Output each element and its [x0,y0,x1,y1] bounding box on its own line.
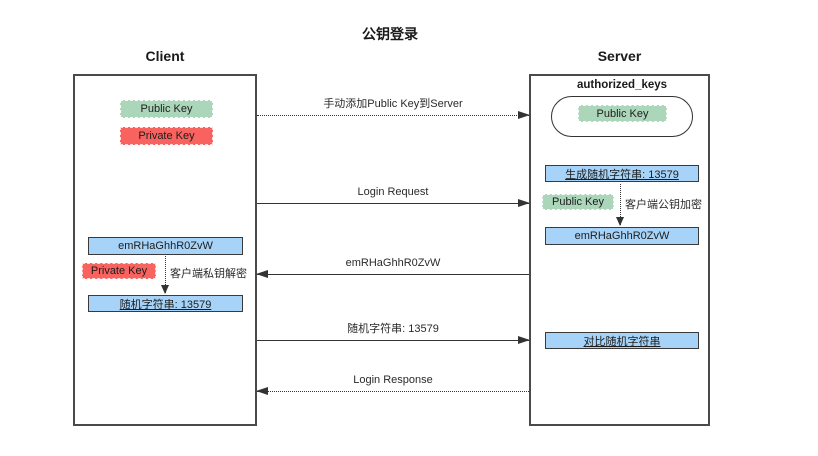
server-generate-random-box: 生成随机字符串: 13579 [545,165,699,182]
arrow-left-icon [256,387,268,395]
client-random-string-box: 随机字符串: 13579 [88,295,243,312]
message-line [256,387,529,395]
client-private-key-chip-decrypt: Private Key [82,263,156,279]
message-line [257,336,530,344]
client-encrypted-string-box: emRHaGhhR0ZvW [88,237,243,255]
message-label: Login Request [357,186,429,198]
message-random-string: 随机字符串: 13579 [257,322,530,344]
client-decrypt-arrow [160,256,169,294]
server-encrypt-arrow [615,184,624,226]
message-label: emRHaGhhR0ZvW [345,257,441,269]
message-add-public-key: 手动添加Public Key到Server [257,97,530,119]
message-encrypted-string: emRHaGhhR0ZvW [256,256,529,278]
arrow-down-icon [615,217,624,226]
message-line [256,270,529,278]
server-heading: Server [597,48,642,64]
message-label: 手动添加Public Key到Server [323,98,463,110]
arrow-right-icon [518,199,530,207]
client-decrypt-note: 客户端私钥解密 [170,268,247,280]
arrow-right-icon [518,336,530,344]
message-label: Login Response [353,374,433,386]
message-line [257,111,530,119]
message-login-request: Login Request [257,185,530,207]
server-encrypted-string-box: emRHaGhhR0ZvW [545,227,699,245]
message-line [257,199,530,207]
diagram-title: 公钥登录 [362,26,418,42]
server-public-key-chip-encrypt: Public Key [542,194,614,210]
client-private-key-chip: Private Key [120,127,213,145]
server-encrypt-note: 客户端公钥加密 [625,199,702,211]
server-compare-random-box: 对比随机字符串 [545,332,699,349]
arrow-down-icon [160,285,169,294]
arrow-left-icon [256,270,268,278]
arrow-right-icon [518,111,530,119]
server-public-key-chip: Public Key [578,105,667,122]
client-public-key-chip: Public Key [120,100,213,118]
message-login-response: Login Response [256,373,529,395]
message-label: 随机字符串: 13579 [347,323,439,335]
client-heading: Client [145,48,185,64]
authorized-keys-label: authorized_keys [576,79,668,91]
